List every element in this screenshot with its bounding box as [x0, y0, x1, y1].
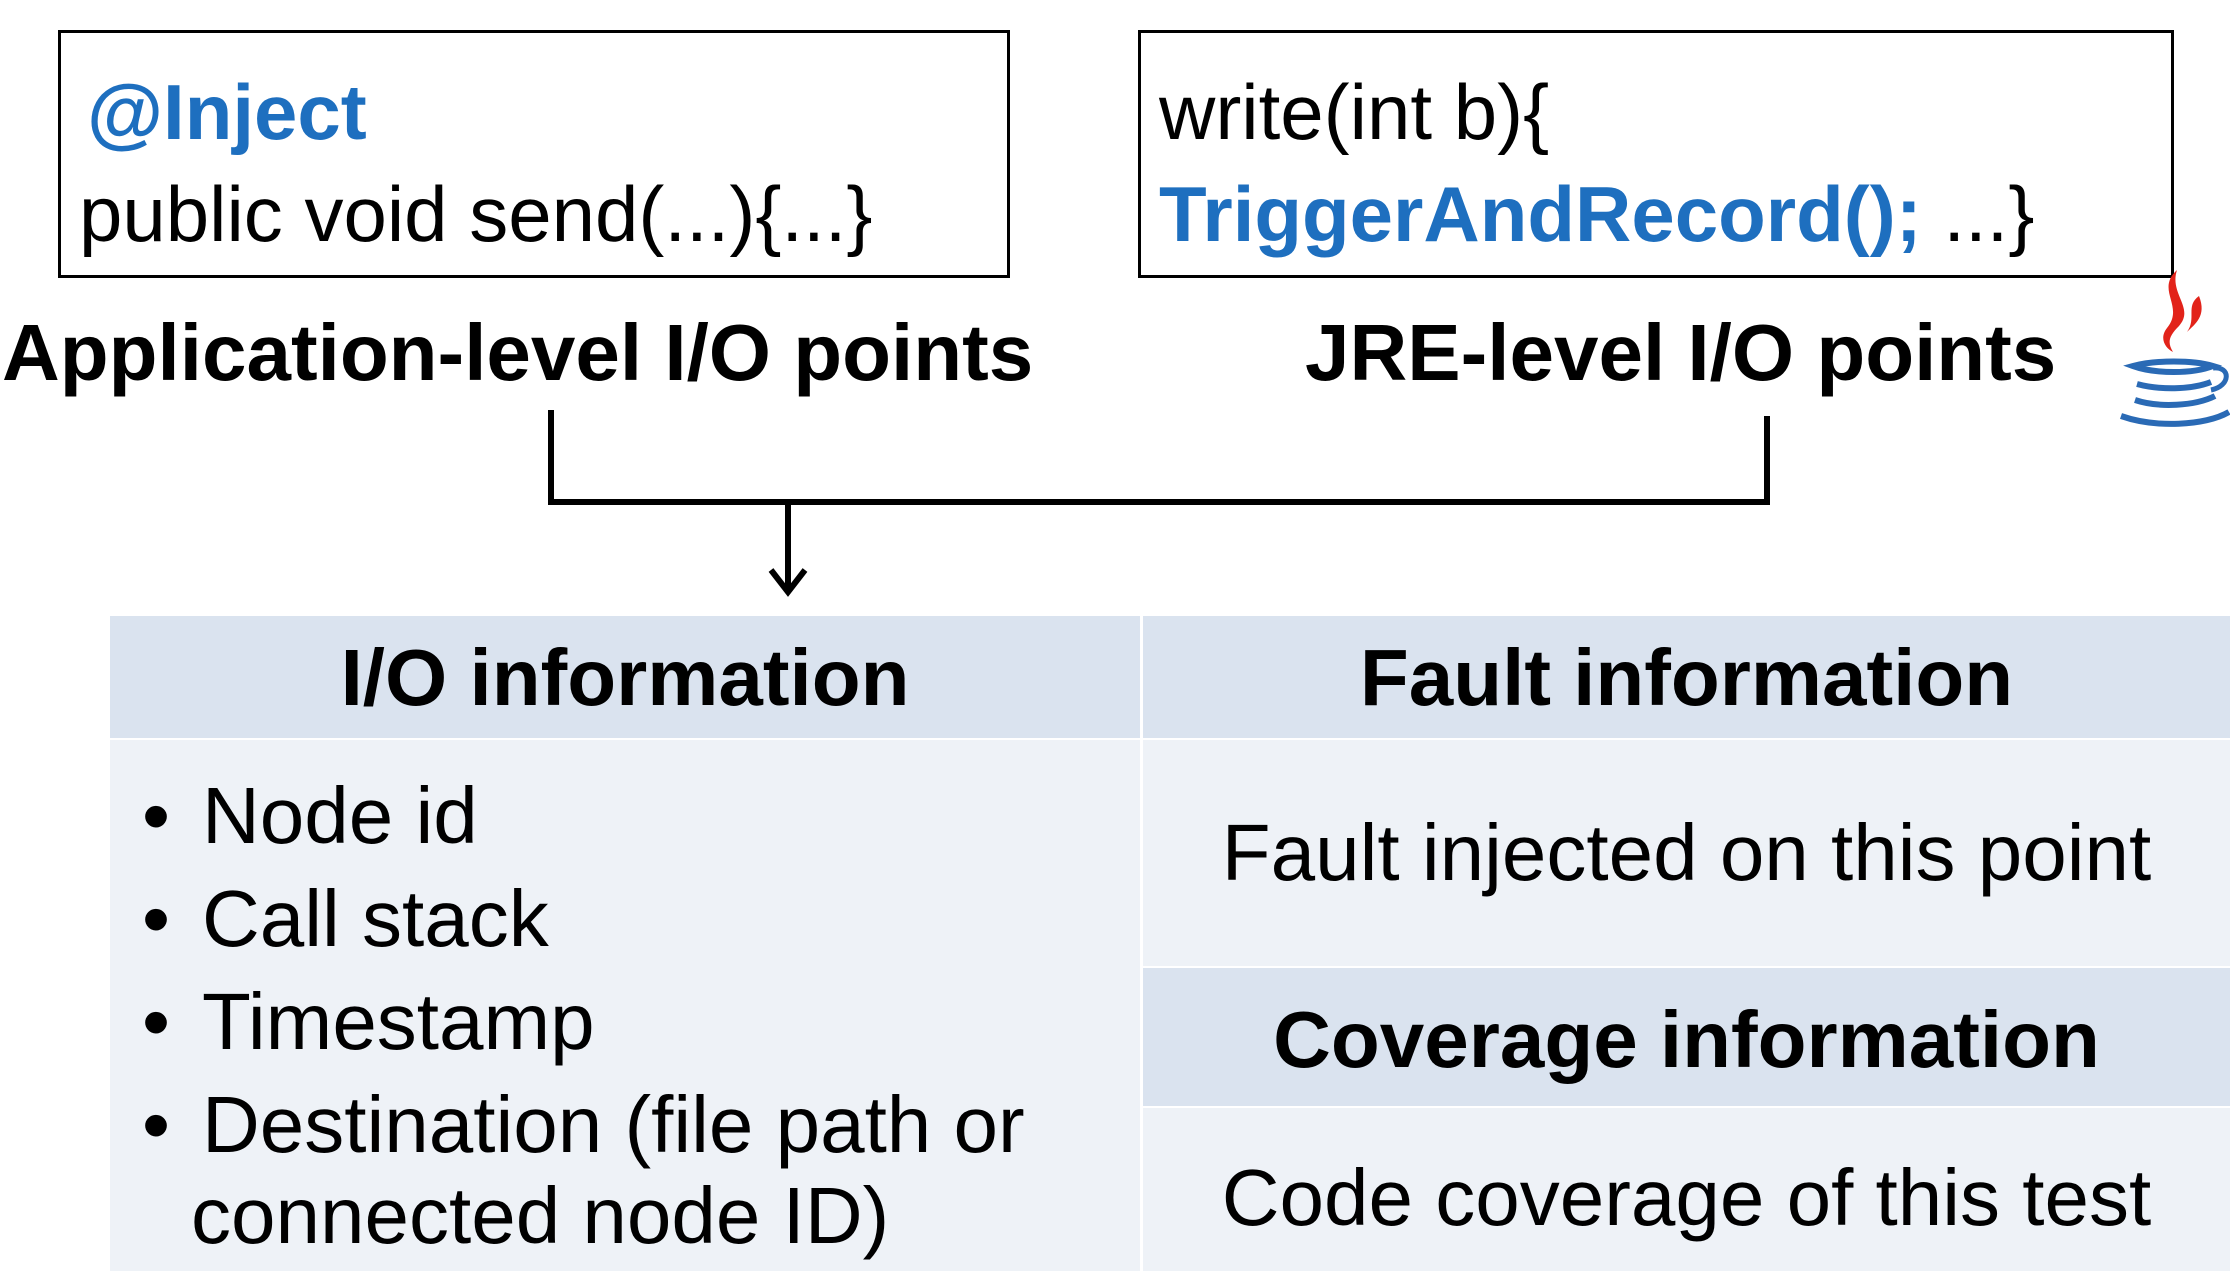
java-logo-icon: [2120, 270, 2230, 427]
fault-info-body-cell: Fault injected on this point: [1143, 740, 2230, 966]
write-method-code: write(int b){: [1159, 68, 1550, 156]
fault-info-header: Fault information: [1359, 633, 2014, 722]
coverage-info-body-cell: Code coverage of this test: [1143, 1108, 2230, 1271]
trigger-call-line: TriggerAndRecord(); ...}: [1159, 175, 2034, 253]
jre-code-box: write(int b){ TriggerAndRecord(); ...}: [1138, 30, 2174, 278]
io-item-destination: Destination (file path or: [124, 1073, 1025, 1176]
inject-annotation: @Inject: [87, 68, 367, 156]
application-code-box: @Inject public void send(...){...}: [58, 30, 1010, 278]
coverage-info-header-cell: Coverage information: [1143, 968, 2230, 1106]
io-info-header: I/O information: [340, 633, 910, 722]
coverage-info-header: Coverage information: [1273, 995, 2100, 1084]
application-level-label: Application-level I/O points: [2, 308, 1034, 397]
send-method-code: public void send(...){...}: [79, 170, 873, 258]
connector-lines: [548, 410, 1770, 597]
coverage-info-body: Code coverage of this test: [1221, 1153, 2152, 1242]
io-item-destination-cont: connected node ID): [191, 1171, 890, 1260]
io-info-body-cell: Node id Call stack Timestamp Destination…: [110, 740, 1140, 1271]
fault-info-header-cell: Fault information: [1143, 616, 2230, 738]
trigger-and-record-call: TriggerAndRecord();: [1159, 170, 1922, 258]
fault-info-body: Fault injected on this point: [1221, 808, 2152, 897]
io-item-node-id: Node id: [124, 764, 1025, 867]
io-item-call-stack: Call stack: [124, 867, 1025, 970]
connector-path: [548, 410, 1770, 505]
jre-level-label: JRE-level I/O points: [1305, 308, 2057, 397]
down-arrow-head: [768, 568, 808, 597]
io-info-list: Node id Call stack Timestamp Destination…: [124, 764, 1025, 1176]
trigger-line-rest: ...}: [1921, 170, 2035, 258]
io-info-header-cell: I/O information: [110, 616, 1140, 738]
io-item-timestamp: Timestamp: [124, 970, 1025, 1073]
